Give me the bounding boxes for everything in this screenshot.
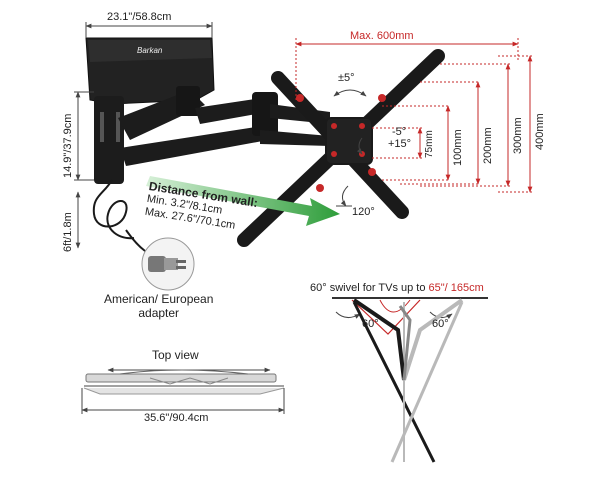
tilt-arc: [333, 89, 367, 97]
distance-arrow: [146, 176, 340, 226]
top-view-width-label: 35.6"/90.4cm: [144, 412, 209, 424]
arm-height-label: 14.9"/37.9cm: [62, 113, 74, 178]
vesa-200-label: 200mm: [482, 127, 494, 164]
vesa-75-label: 75mm: [424, 130, 435, 158]
cable-length-label: 6ft/1.8m: [62, 212, 74, 252]
adapter-line-1: American/ European: [104, 292, 214, 306]
tilt-plus-label: +15°: [388, 138, 412, 150]
swivel-caption: 60° swivel for TVs up to 65"/ 165cm: [310, 282, 484, 294]
vesa-300-label: 300mm: [512, 117, 524, 154]
tilt-minus-label: -5°: [392, 126, 407, 138]
rotation-arc: [340, 185, 349, 207]
vesa-400-label: 400mm: [534, 113, 546, 150]
tilt-arc-small: [356, 137, 363, 155]
wall-bracket: [94, 96, 124, 184]
plate-dimensions: [74, 22, 213, 249]
top-view-label: Top view: [152, 348, 199, 362]
top-view-drawing: [81, 367, 285, 414]
swivel-highlight: 65"/ 165cm: [428, 282, 484, 294]
vertical-dimensions: [372, 55, 533, 193]
brand-logo: Barkan: [137, 46, 163, 55]
swivel-prefix: 60° swivel for TVs up to: [310, 282, 429, 294]
adapter-line-2: adapter: [138, 306, 180, 320]
rotation-label: 120°: [352, 206, 375, 218]
max-width-dimension: [295, 38, 519, 100]
vesa-100-label: 100mm: [452, 129, 464, 166]
max-width-label: Max. 600mm: [350, 30, 414, 42]
power-cable: [92, 179, 135, 240]
plate-width-label: 23.1"/58.8cm: [107, 11, 172, 23]
swivel-drawing: [332, 297, 488, 463]
swivel-angle-left: 60°: [362, 318, 379, 330]
mounting-holes: [296, 94, 386, 192]
tilt-label: ±5°: [338, 72, 355, 84]
swivel-angle-right: 60°: [432, 318, 449, 330]
adapter-caption: American/ European adapter: [104, 292, 213, 320]
adapter-icon: [141, 237, 195, 291]
